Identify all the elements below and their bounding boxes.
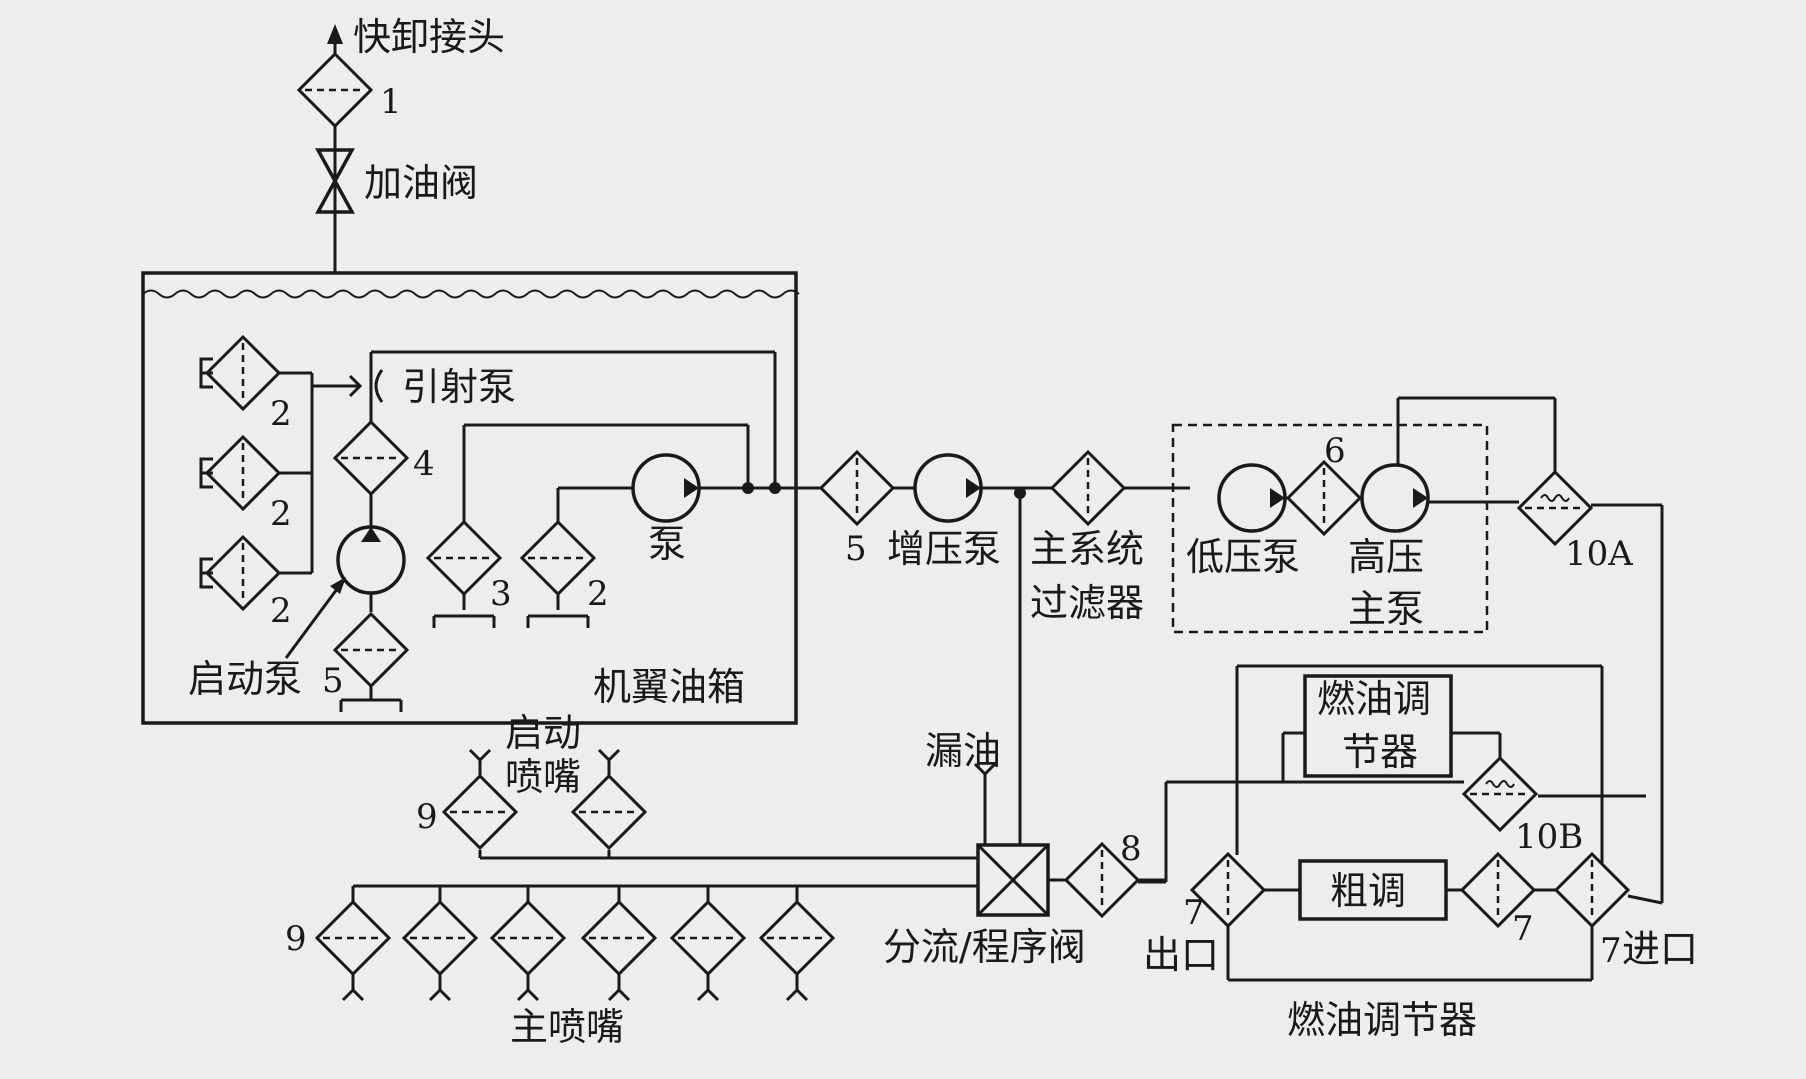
start-nozzle-9-number: 9 [416,797,438,837]
main-feed-line [699,352,1190,845]
main-nozzles [315,884,978,1002]
filter-8-number: 8 [1120,829,1142,869]
fuel-level-wave [142,289,800,299]
filter-5-boost [819,450,895,526]
flow-divider-assembly [973,762,1166,918]
high-pressure-label-1: 高压 [1348,535,1424,579]
wing-tank-label: 机翼油箱 [593,665,745,709]
tank-filters [426,423,750,630]
high-pressure-pump-icon [1360,463,1430,533]
start-pump-branch [284,350,775,712]
main-nozzle-label: 主喷嘴 [510,1005,624,1049]
refuel-line [297,24,373,273]
fuel-regulator-label: 燃油调节器 [1287,998,1477,1042]
coarse-adjust-label: 粗调 [1330,869,1406,913]
filter-5a-number: 5 [322,661,344,701]
quick-disconnect-label: 快卸接头 [353,15,505,59]
filter-2c-number: 2 [270,591,292,631]
main-filter-label-1: 主系统 [1030,527,1144,571]
filter-7a-number: 7 [1183,893,1205,933]
tank-pump-label: 泵 [648,522,686,566]
leak-oil-label: 漏油 [925,729,1001,773]
ejector-filters [199,335,363,611]
low-pressure-pump-label: 低压泵 [1186,535,1300,579]
main-system-filter [1050,450,1126,526]
boost-pump-label: 增压泵 [887,527,1001,571]
filter-5-tank [333,612,409,688]
filter-2a-number: 2 [270,394,292,434]
fuel-regulator-box-label-1: 燃油调 [1317,677,1431,721]
filter-5b-number: 5 [845,529,867,569]
ejector-pump-label: 引射泵 [402,365,516,409]
filter-3-number: 3 [490,574,512,614]
pump-unit [1217,396,1664,903]
filter-4-number: 4 [413,444,435,484]
main-nozzle-9-number: 9 [285,919,307,959]
main-filter-label-2: 过滤器 [1030,581,1144,625]
fuel-regulator-box-label-2: 节器 [1342,730,1418,774]
start-nozzles [442,748,978,860]
filter-1-number: 1 [380,82,402,122]
low-pressure-pump-icon [1217,463,1287,533]
filter-2b-number: 2 [270,494,292,534]
refuel-valve-label: 加油阀 [364,161,478,205]
wing-tank-box [141,271,798,725]
tank-pump-icon [631,453,701,523]
flow-divider-label: 分流/程序阀 [883,925,1086,969]
filter-6 [1286,460,1362,536]
filter-2d-number: 2 [587,574,609,614]
inlet-label: 进口 [1622,927,1698,971]
boost-pump-icon [913,453,983,523]
start-nozzle-label-2: 喷嘴 [505,755,581,799]
start-nozzle-label-1: 启动 [505,711,581,755]
refuel-valve-icon [315,148,355,214]
start-pump-icon [336,525,406,595]
ejector-pump-icon [374,369,384,403]
filter-10b-number: 10B [1515,817,1583,857]
filter-7b-number: 7 [1512,909,1534,949]
outlet-label: 出口 [1143,933,1219,977]
filter-6-number: 6 [1324,431,1346,471]
fuel-regulator-box [1303,674,1453,778]
filter-10a-number: 10A [1565,534,1633,574]
filter-4 [333,420,409,496]
quick-disconnect-filter [297,52,373,128]
high-pressure-label-2: 主泵 [1348,587,1424,631]
fuel-regulator-assembly [1138,664,1663,982]
start-pump-label: 启动泵 [188,657,302,701]
pump-unit-dashed-box [1171,423,1489,634]
filter-7-inlet [1554,852,1630,928]
filter-7c-number: 7 [1600,931,1622,971]
